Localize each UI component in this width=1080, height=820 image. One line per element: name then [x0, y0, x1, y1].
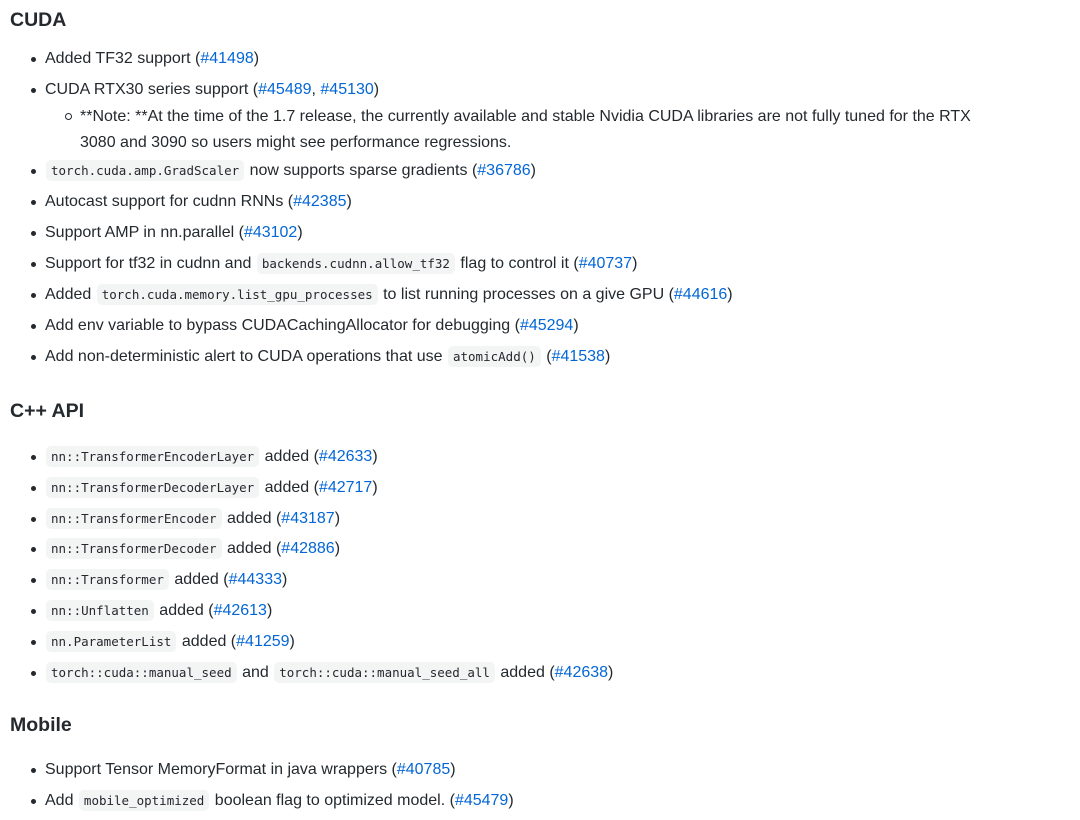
bullet-icon [31, 768, 36, 773]
list-item: nn::TransformerEncoder added (#43187) [10, 507, 1080, 531]
bullet-icon [31, 639, 36, 645]
inline-code: nn::TransformerDecoder [46, 538, 222, 560]
pr-link[interactable]: #44333 [228, 571, 282, 589]
pr-link[interactable]: #42613 [213, 601, 267, 619]
list-item: Support for tf32 in cudnn and backends.c… [10, 252, 1080, 276]
hollow-bullet-icon [65, 113, 72, 120]
bullet-icon [31, 88, 36, 93]
mobile-list: Support Tensor MemoryFormat in java wrap… [10, 758, 1080, 820]
list-item: nn::TransformerDecoderLayer added (#4271… [10, 476, 1080, 500]
inline-code: nn::Transformer [46, 569, 169, 591]
list-item: Add env variable to bypass CUDACachingAl… [10, 314, 1080, 338]
bullet-icon [31, 262, 36, 267]
bullet-icon [31, 169, 36, 174]
list-item: nn::Transformer added (#44333) [10, 568, 1080, 592]
list-item: Support AMP in nn.parallel (#43102) [10, 221, 1080, 245]
pr-link[interactable]: #43102 [243, 224, 298, 241]
list-item: torch.cuda.amp.GradScaler now supports s… [10, 159, 1080, 183]
pr-link[interactable]: #45130 [320, 81, 374, 98]
bullet-icon [31, 231, 36, 236]
inline-code: nn::TransformerEncoder [46, 507, 222, 529]
pr-link[interactable]: #40737 [578, 255, 633, 272]
list-item: Support Tensor MemoryFormat in java wrap… [10, 758, 1080, 782]
bullet-icon [31, 578, 36, 584]
pr-link[interactable]: #41498 [200, 50, 254, 67]
pr-link[interactable]: #45294 [519, 317, 574, 334]
inline-code: backends.cudnn.allow_tf32 [256, 253, 455, 274]
list-item: Add non-deterministic alert to CUDA oper… [10, 345, 1080, 369]
bullet-icon [31, 516, 36, 522]
bullet-icon [31, 608, 36, 614]
bullet-icon [31, 324, 36, 329]
pr-link[interactable]: #42633 [318, 448, 373, 465]
inline-code: torch::cuda::manual_seed [46, 661, 237, 683]
inline-code: atomicAdd() [447, 346, 541, 367]
list-item: Add mobile_optimized boolean flag to opt… [10, 789, 1080, 813]
inline-code: nn::TransformerEncoderLayer [46, 446, 260, 467]
inline-code: nn.ParameterList [46, 630, 177, 652]
inline-code: torch::cuda::manual_seed_all [274, 661, 495, 683]
section-heading-cpp-api: C++ API [10, 400, 85, 422]
inline-code: mobile_optimized [78, 790, 210, 811]
list-item: Added TF32 support (#41498) [10, 47, 1080, 71]
inline-code: torch.cuda.amp.GradScaler [46, 160, 245, 181]
section-heading-mobile: Mobile [10, 714, 72, 736]
sub-list-item: **Note: **At the time of the 1.7 release… [10, 104, 1080, 156]
pr-link[interactable]: #44616 [673, 286, 728, 303]
cpp-api-list: nn::TransformerEncoderLayer added (#4263… [10, 445, 1080, 691]
bullet-icon [31, 293, 36, 298]
pr-link[interactable]: #36786 [477, 162, 531, 179]
pr-link[interactable]: #42385 [293, 193, 347, 210]
pr-link[interactable]: #45489 [258, 81, 312, 98]
inline-code: nn::Unflatten [46, 599, 154, 621]
pr-link[interactable]: #41538 [551, 348, 605, 365]
list-item: nn::Unflatten added (#42613) [10, 599, 1080, 623]
inline-code: torch.cuda.memory.list_gpu_processes [96, 284, 378, 305]
bullet-icon [31, 670, 36, 676]
pr-link[interactable]: #43187 [281, 509, 335, 527]
pr-link[interactable]: #40785 [396, 761, 451, 778]
bullet-icon [31, 799, 36, 804]
sublist: **Note: **At the time of the 1.7 release… [10, 104, 1080, 156]
inline-code: nn::TransformerDecoderLayer [46, 476, 260, 498]
list-item: nn::TransformerEncoderLayer added (#4263… [10, 445, 1080, 469]
pr-link[interactable]: #45479 [454, 792, 509, 809]
list-item: nn.ParameterList added (#41259) [10, 630, 1080, 654]
bullet-icon [31, 547, 36, 553]
bullet-icon [31, 355, 36, 360]
list-item: CUDA RTX30 series support (#45489, #4513… [10, 78, 1080, 156]
bullet-icon [31, 455, 36, 460]
pr-link[interactable]: #41259 [236, 632, 290, 650]
list-item: nn::TransformerDecoder added (#42886) [10, 537, 1080, 561]
list-item: Added torch.cuda.memory.list_gpu_process… [10, 283, 1080, 307]
pr-link[interactable]: #42638 [554, 663, 609, 681]
pr-link[interactable]: #42717 [318, 478, 373, 496]
bullet-icon [31, 200, 36, 205]
section-heading-cuda: CUDA [10, 9, 67, 31]
cuda-list: Added TF32 support (#41498) CUDA RTX30 s… [10, 47, 1080, 376]
list-item: Autocast support for cudnn RNNs (#42385) [10, 190, 1080, 214]
bullet-icon [31, 57, 36, 62]
bullet-icon [31, 485, 36, 491]
list-item: torch::cuda::manual_seed and torch::cuda… [10, 661, 1080, 685]
pr-link[interactable]: #42886 [281, 540, 335, 558]
